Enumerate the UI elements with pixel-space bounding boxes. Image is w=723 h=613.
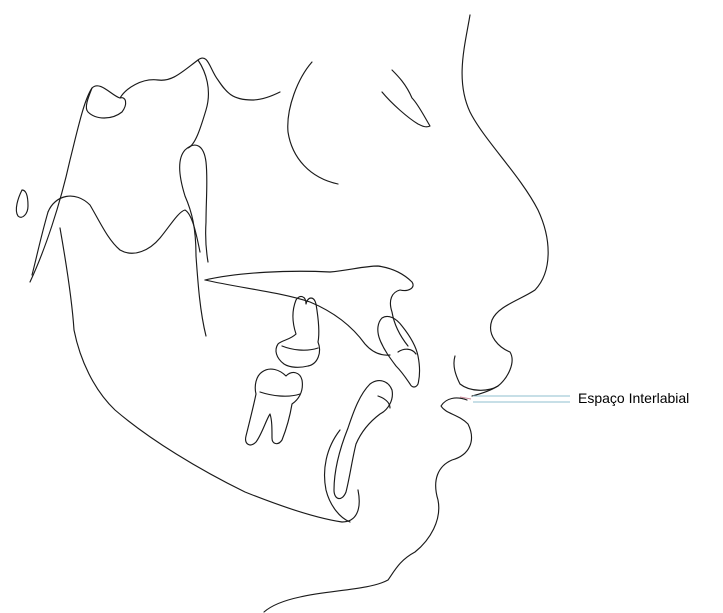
soft-tissue-profile — [454, 15, 548, 390]
lower-lip-and-chin — [264, 398, 471, 612]
upper-molar-outline — [276, 297, 320, 368]
nasal-bone-outline — [382, 70, 430, 127]
lower-molar-outline — [246, 369, 303, 445]
condyle-coronoid — [180, 145, 208, 336]
upper-incisor-enamel — [398, 349, 416, 354]
lower-molar-crown — [260, 392, 300, 396]
pterygoid-outline — [86, 88, 125, 118]
upper-molar-crown — [282, 346, 318, 350]
symphysis-outline — [325, 430, 350, 522]
maxilla-lower-border — [205, 280, 390, 355]
palatal-plane — [205, 266, 413, 346]
interlabial-space-label: Espaço Interlabial — [578, 390, 689, 406]
porion-outline — [16, 190, 28, 217]
orbit-outline — [288, 62, 338, 184]
posterior-cranial-line — [188, 60, 208, 148]
cranial-base-outline — [30, 58, 280, 282]
mandible-ramus-body — [48, 196, 200, 253]
